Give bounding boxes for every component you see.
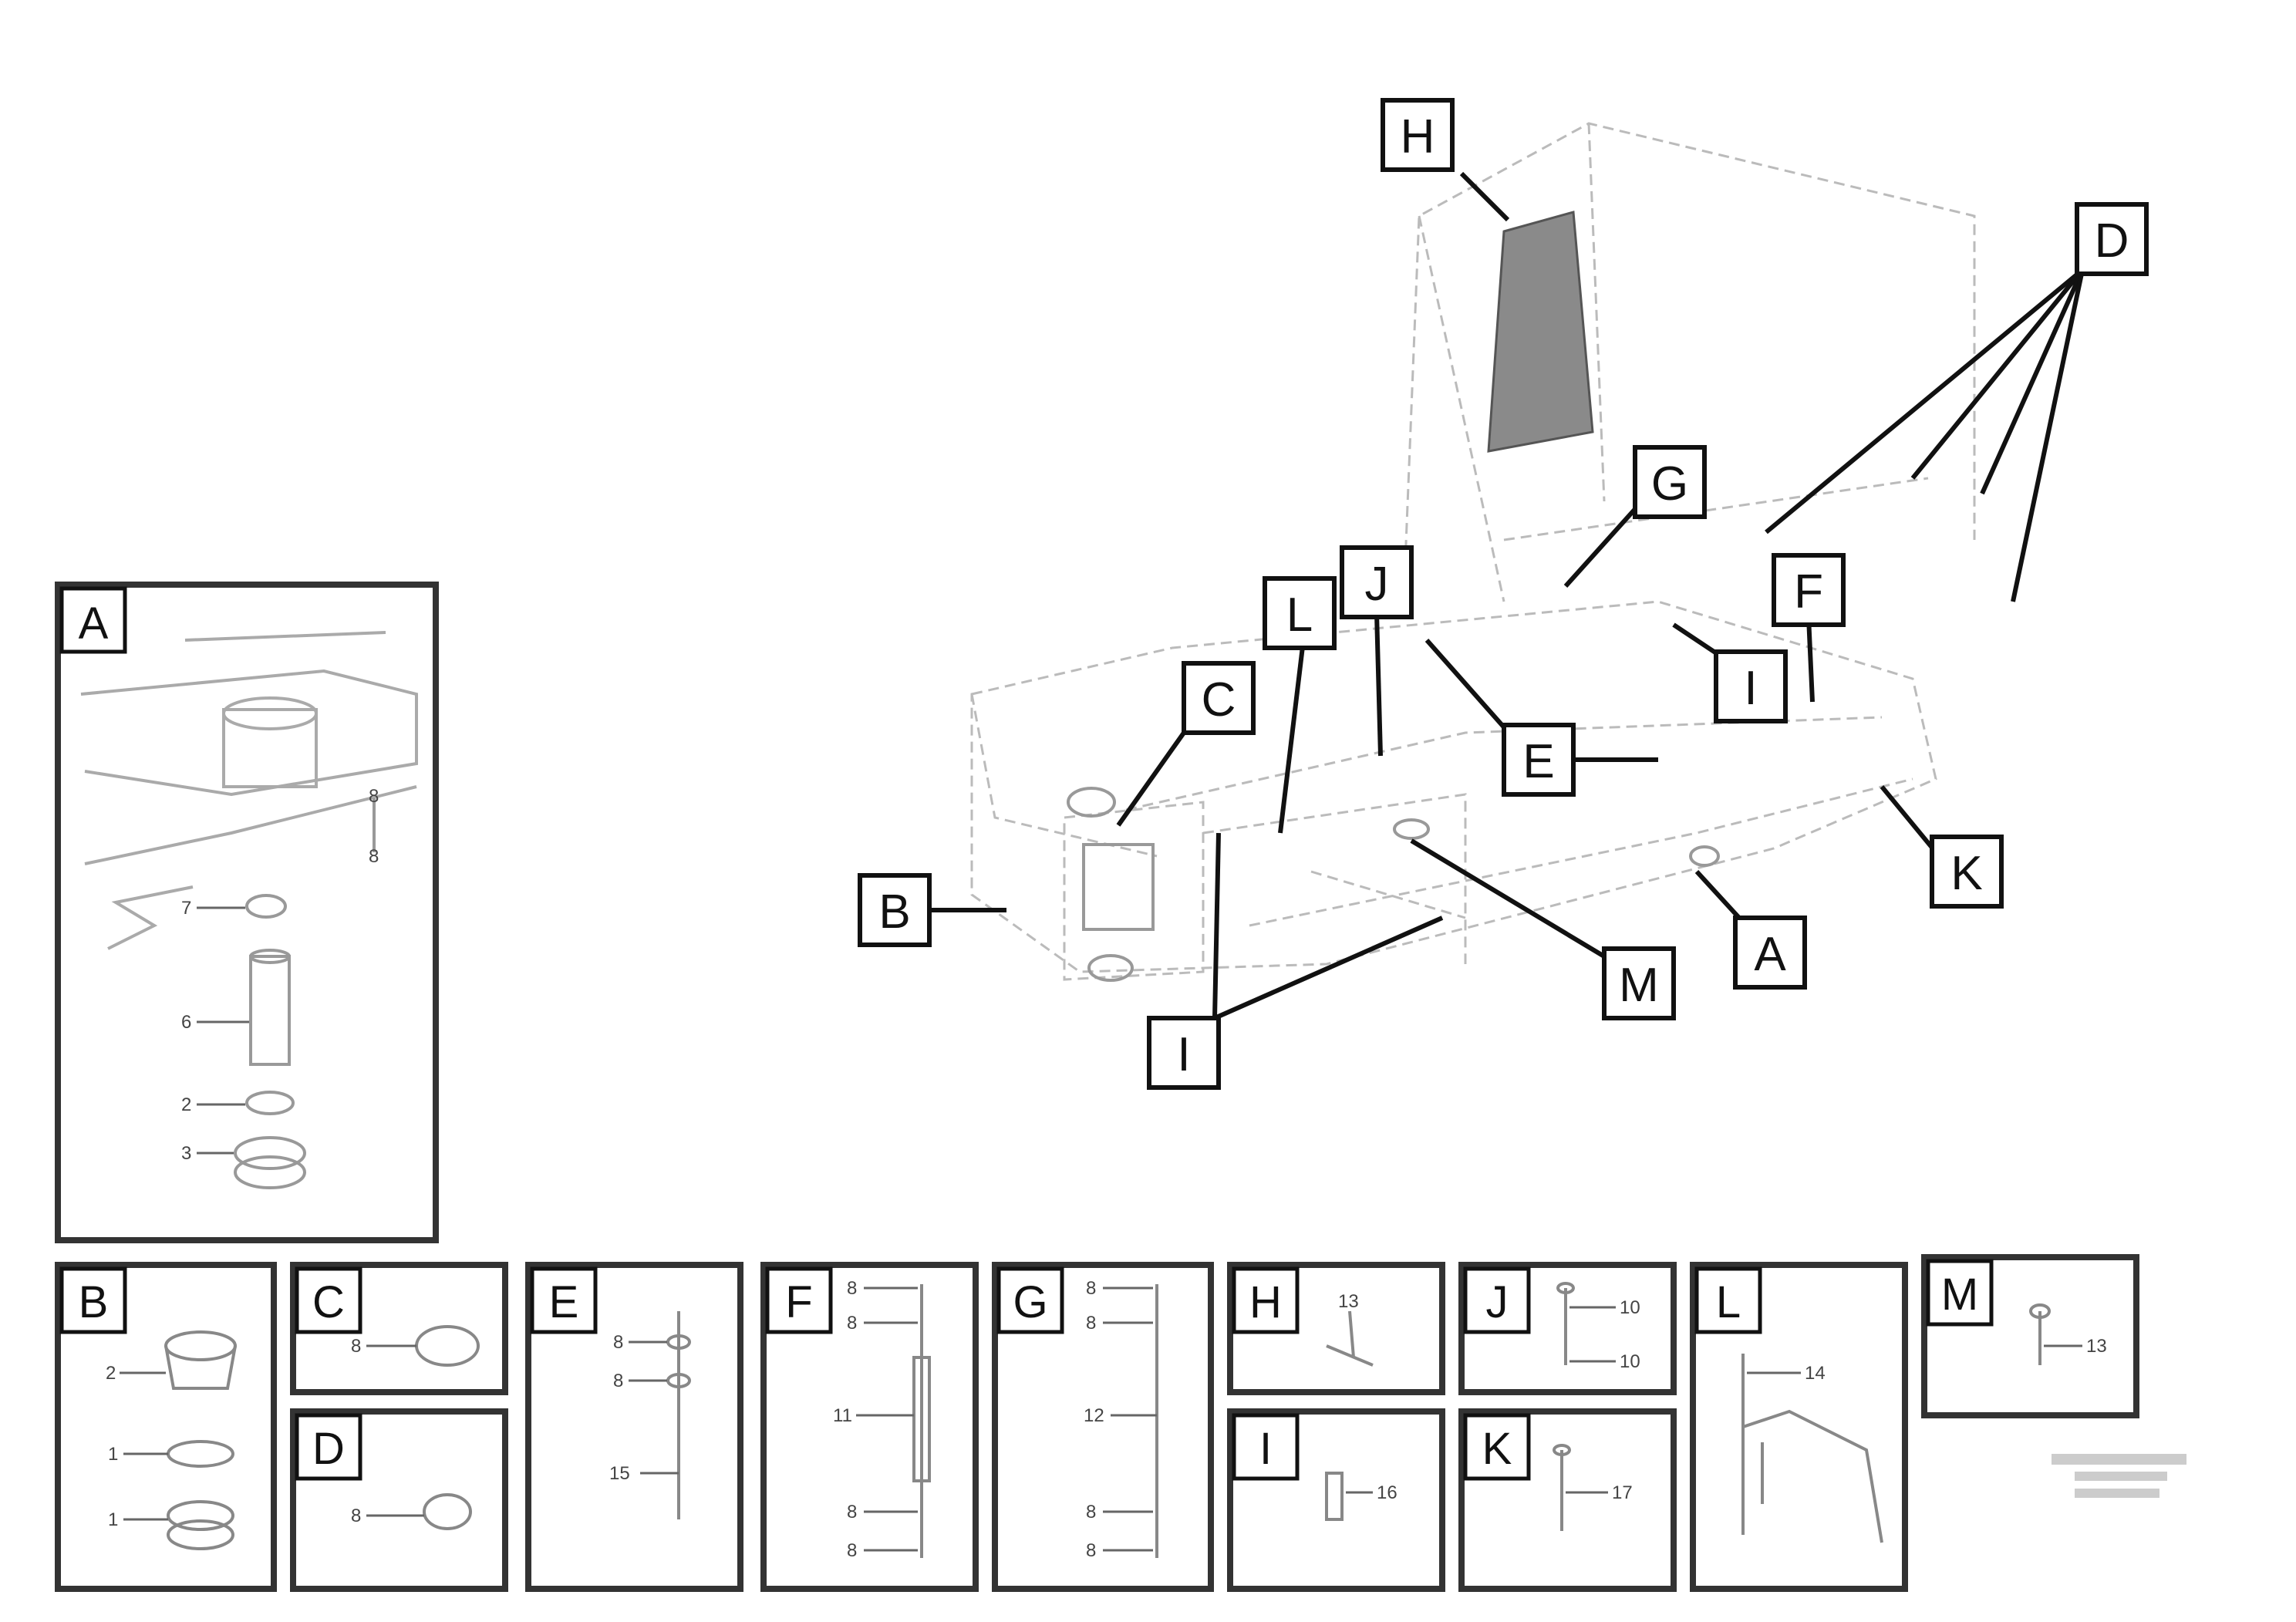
svg-text:8: 8 [613, 1332, 623, 1353]
svg-text:1: 1 [108, 1509, 118, 1530]
detail-panel-B: B 2 1 1 [55, 1262, 277, 1592]
svg-text:8: 8 [847, 1502, 857, 1523]
svg-text:H: H [1401, 110, 1435, 164]
svg-text:I: I [1259, 1424, 1272, 1474]
svg-text:F: F [1794, 565, 1823, 619]
callout-boxes: H D G L J C F E I B M A K I [858, 98, 2149, 1090]
callout-G: G [1633, 445, 1707, 519]
svg-text:8: 8 [351, 1336, 361, 1357]
svg-text:D: D [2095, 214, 2129, 268]
svg-text:8: 8 [351, 1506, 361, 1526]
callout-J: J [1340, 545, 1414, 619]
svg-text:2: 2 [106, 1363, 116, 1384]
detail-panel-H: H 13 [1227, 1262, 1445, 1395]
shaded-panel [1487, 211, 1594, 453]
callout-K: K [1930, 835, 2004, 909]
detail-panel-E: E 8 8 15 [525, 1262, 743, 1592]
callout-I-upper: I [1714, 649, 1788, 723]
svg-text:1: 1 [108, 1444, 118, 1465]
svg-text:K: K [1482, 1424, 1512, 1474]
callout-A: A [1733, 916, 1807, 990]
svg-text:17: 17 [1612, 1482, 1633, 1503]
svg-text:J: J [1365, 558, 1389, 611]
svg-text:8: 8 [847, 1313, 857, 1334]
svg-text:B: B [79, 1277, 109, 1327]
detail-panel-L: L 14 [1690, 1262, 1908, 1592]
detail-panel-F: F 8 8 11 8 8 [760, 1262, 979, 1592]
svg-text:J: J [1486, 1277, 1509, 1327]
svg-text:F: F [785, 1277, 812, 1327]
leader-lines [929, 171, 2085, 1020]
svg-text:8: 8 [1086, 1313, 1096, 1334]
callout-I-lower: I [1147, 1016, 1221, 1090]
svg-text:M: M [1619, 959, 1659, 1012]
svg-text:B: B [878, 885, 910, 939]
svg-text:H: H [1249, 1277, 1282, 1327]
svg-text:7: 7 [181, 898, 191, 919]
svg-text:12: 12 [1084, 1405, 1104, 1426]
svg-text:8: 8 [613, 1371, 623, 1391]
detail-panel-K: K 17 [1458, 1408, 1677, 1592]
callout-D: D [2075, 202, 2149, 276]
svg-text:15: 15 [609, 1463, 630, 1484]
callout-E: E [1502, 723, 1576, 797]
svg-text:C: C [312, 1277, 345, 1327]
callout-C: C [1182, 661, 1256, 735]
svg-text:C: C [1202, 673, 1236, 727]
svg-text:8: 8 [369, 786, 379, 807]
svg-text:13: 13 [2086, 1336, 2107, 1357]
small-parts-blobs [1067, 787, 1720, 982]
svg-text:16: 16 [1377, 1482, 1397, 1503]
svg-text:D: D [312, 1424, 345, 1474]
svg-text:E: E [549, 1277, 579, 1327]
svg-text:8: 8 [1086, 1502, 1096, 1523]
callout-H: H [1381, 98, 1455, 172]
detail-panel-A: A 8 8 7 6 2 [55, 582, 439, 1243]
detail-panel-G: G 8 8 12 8 8 [992, 1262, 1214, 1592]
svg-text:G: G [1651, 457, 1688, 511]
svg-text:A: A [79, 599, 109, 649]
svg-text:3: 3 [181, 1143, 191, 1164]
detail-panel-J: J 10 10 [1458, 1262, 1677, 1395]
svg-text:14: 14 [1805, 1363, 1826, 1384]
svg-text:6: 6 [181, 1012, 191, 1033]
callout-F: F [1772, 553, 1846, 627]
illegible-reference-smudge [2052, 1454, 2186, 1498]
svg-text:10: 10 [1620, 1297, 1640, 1318]
svg-text:I: I [1744, 662, 1757, 715]
svg-text:A: A [1754, 928, 1786, 981]
svg-text:G: G [1013, 1277, 1047, 1327]
detail-panel-M: M 13 [1921, 1254, 2139, 1418]
svg-text:8: 8 [847, 1540, 857, 1561]
svg-text:8: 8 [1086, 1278, 1096, 1299]
svg-text:11: 11 [833, 1405, 852, 1426]
svg-text:E: E [1522, 735, 1554, 788]
main-assembly-sketch [970, 122, 1976, 981]
svg-text:8: 8 [847, 1278, 857, 1299]
svg-text:K: K [1950, 847, 1982, 900]
svg-text:13: 13 [1338, 1291, 1359, 1312]
detail-panel-D: D 8 [290, 1408, 508, 1592]
svg-text:M: M [1941, 1270, 1978, 1320]
detail-panel-I: I 16 [1227, 1408, 1445, 1592]
svg-text:2: 2 [181, 1094, 191, 1115]
svg-text:I: I [1177, 1028, 1190, 1081]
detail-panel-C: C 8 [290, 1262, 508, 1395]
svg-text:8: 8 [1086, 1540, 1096, 1561]
callout-L: L [1263, 576, 1337, 650]
svg-text:8: 8 [369, 846, 379, 867]
callout-M: M [1602, 946, 1676, 1020]
svg-text:10: 10 [1620, 1351, 1640, 1372]
svg-text:L: L [1286, 588, 1313, 642]
svg-text:L: L [1716, 1277, 1741, 1327]
callout-B: B [858, 873, 932, 947]
